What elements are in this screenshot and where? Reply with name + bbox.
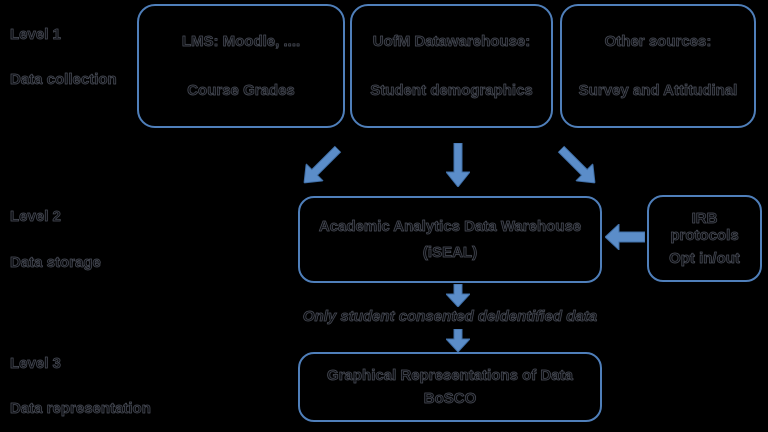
arrow-lms-to-aadw bbox=[303, 142, 342, 190]
box-uofm-datawarehouse: UofM Datawarehouse: Student demographics bbox=[350, 4, 553, 128]
box-aadw-line1: Academic Analytics Data Warehouse bbox=[318, 217, 582, 235]
level1-title: Level 1 bbox=[10, 26, 62, 44]
box-uofm-line1: UofM Datawarehouse: bbox=[372, 33, 531, 51]
box-other-line2: Survey and Attitudinal bbox=[578, 81, 738, 99]
consent-note: Only student consented deIdentified data bbox=[302, 308, 598, 326]
box-other-line1: Other sources: bbox=[604, 33, 712, 51]
box-lms-moodle: LMS: Moodle, .... Course Grades bbox=[137, 4, 345, 128]
diagonal-arrow-icon bbox=[557, 145, 596, 184]
level3-subtitle: Data representation bbox=[10, 400, 152, 418]
box-lms-line2: Course Grades bbox=[187, 81, 295, 99]
box-graphical-representations: Graphical Representations of Data BoSCO bbox=[298, 352, 602, 422]
level1-subtitle: Data collection bbox=[10, 71, 117, 89]
box-irb-line1: IRB protocols bbox=[670, 210, 739, 245]
box-aadw: Academic Analytics Data Warehouse (iSEAL… bbox=[298, 196, 602, 283]
arrow-other-to-aadw bbox=[557, 142, 596, 190]
left-arrow-icon bbox=[604, 222, 646, 252]
down-arrow-icon bbox=[444, 328, 472, 353]
level2-title: Level 2 bbox=[10, 208, 62, 226]
arrow-uofm-to-aadw bbox=[444, 142, 472, 188]
down-arrow-icon bbox=[444, 142, 472, 188]
box-graphical-line2: BoSCO bbox=[423, 389, 477, 407]
arrow-note-to-graphical bbox=[444, 328, 472, 353]
box-other-sources: Other sources: Survey and Attitudinal bbox=[560, 4, 756, 128]
diagonal-arrow-icon bbox=[303, 145, 342, 184]
box-uofm-line2: Student demographics bbox=[370, 81, 533, 99]
box-graphical-line1: Graphical Representations of Data bbox=[327, 367, 574, 385]
arrow-aadw-to-note bbox=[444, 283, 472, 308]
box-irb-line2: Opt in/out bbox=[669, 249, 741, 267]
arrow-irb-to-aadw bbox=[604, 222, 646, 252]
box-lms-line1: LMS: Moodle, .... bbox=[181, 33, 301, 51]
level3-title: Level 3 bbox=[10, 355, 62, 373]
down-arrow-icon bbox=[444, 283, 472, 308]
box-irb-protocols: IRB protocols Opt in/out bbox=[647, 195, 762, 282]
level2-subtitle: Data storage bbox=[10, 254, 102, 272]
box-aadw-line2: (iSEAL) bbox=[422, 244, 478, 262]
